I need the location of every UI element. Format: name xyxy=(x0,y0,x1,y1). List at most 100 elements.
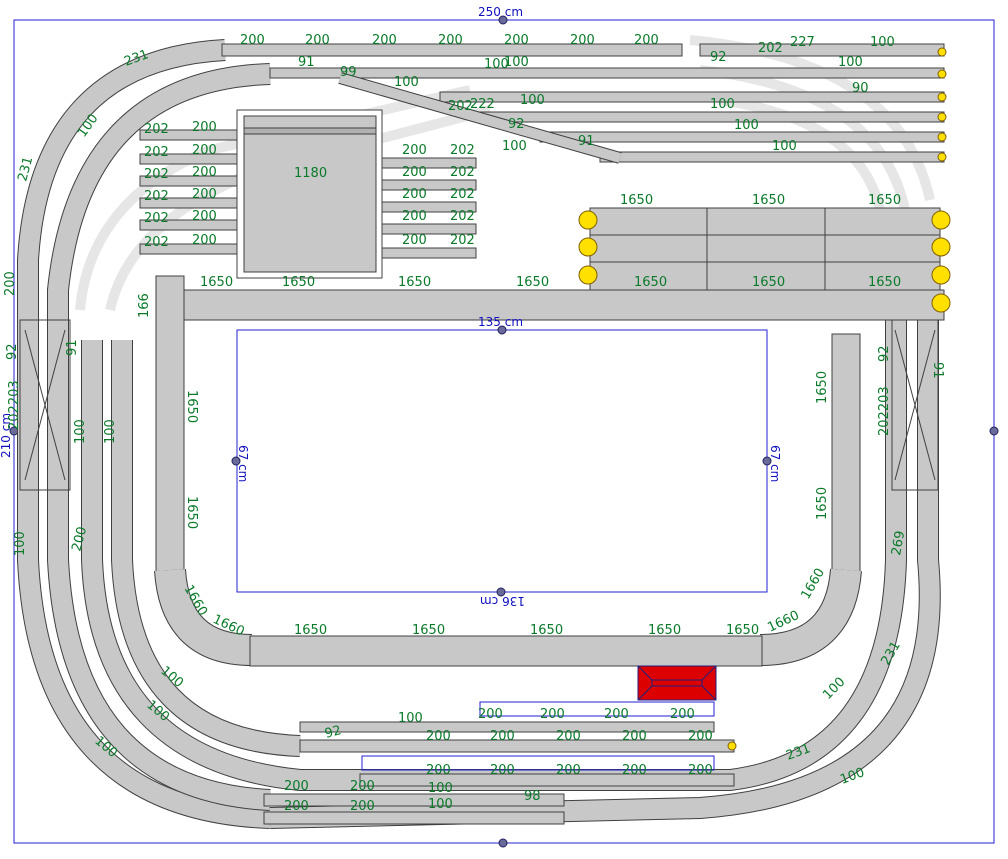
platform-track[interactable] xyxy=(299,721,715,733)
track-length-label: 100 xyxy=(398,711,423,726)
track-length-label: 200 xyxy=(426,763,451,778)
platform-upper[interactable] xyxy=(479,701,715,717)
track-length-label: 92 xyxy=(710,50,727,65)
track-length-label: 100 xyxy=(772,139,797,154)
right-crossover[interactable] xyxy=(891,319,939,491)
yard-track[interactable] xyxy=(375,247,477,259)
track-length-label: 200 xyxy=(350,799,375,814)
track-length-label: 200 xyxy=(402,209,427,224)
left-crossover[interactable] xyxy=(19,319,71,491)
track-length-label: 200 xyxy=(192,120,217,135)
track-length-label: 222 xyxy=(470,97,495,112)
inner-handle-top[interactable] xyxy=(497,325,507,335)
track-length-label: 202 xyxy=(450,209,475,224)
track-length-label: 202 xyxy=(450,143,475,158)
track-length-label: 202 xyxy=(144,235,169,250)
right-1650-track[interactable] xyxy=(831,333,861,575)
track-length-label: 269 xyxy=(889,530,908,557)
track-length-label: 202 xyxy=(144,122,169,137)
bottom-row-1[interactable] xyxy=(299,739,735,753)
track-length-label: 100 xyxy=(820,675,848,703)
middle-1650-track[interactable] xyxy=(181,289,945,321)
track-length-label: 1650 xyxy=(815,371,830,404)
track-length-label: 200 xyxy=(438,33,463,48)
inner-handle-left[interactable] xyxy=(231,456,241,466)
bottom-row-3[interactable] xyxy=(263,793,565,807)
turntable-bridge xyxy=(243,127,377,135)
bumper xyxy=(937,112,947,122)
track-length-label: 200 xyxy=(240,33,265,48)
track-length-label: 1650 xyxy=(868,193,901,208)
track-length-label: 200 xyxy=(350,779,375,794)
track-length-label: 202 xyxy=(450,233,475,248)
track-length-label: 200 xyxy=(284,779,309,794)
track-length-label: 100 xyxy=(734,118,759,133)
track-length-label: 202 xyxy=(144,167,169,182)
track-length-label: 1650 xyxy=(516,275,549,290)
fifth-row[interactable] xyxy=(539,131,945,143)
track-length-label: 92 xyxy=(5,343,20,360)
bumper xyxy=(937,69,947,79)
track-length-label: 202 xyxy=(758,41,783,56)
top-right-row[interactable] xyxy=(699,43,945,57)
track-length-label: 200 xyxy=(305,33,330,48)
outer-loop-left-fill xyxy=(18,40,271,828)
loop-4-left-fill xyxy=(112,340,301,756)
track-length-label: 1650 xyxy=(726,623,759,638)
fourth-row[interactable] xyxy=(479,111,945,123)
bottom-1650-track[interactable] xyxy=(249,635,763,667)
track-length-label: 200 xyxy=(192,209,217,224)
track-length-label: 200 xyxy=(490,729,515,744)
top-straight-row[interactable] xyxy=(221,43,683,57)
left-1650-track[interactable] xyxy=(155,275,185,577)
left-dimension-label: 210 cm xyxy=(0,413,13,458)
station-building[interactable] xyxy=(637,665,717,701)
loop-right-1-fill xyxy=(360,320,906,790)
track-length-label: 100 xyxy=(502,139,527,154)
track-length-label: 100 xyxy=(710,97,735,112)
track-length-label: 200 xyxy=(688,729,713,744)
track-length-label: 91 xyxy=(578,134,595,149)
dimension-handle-right[interactable] xyxy=(989,426,999,436)
top-dimension-label: 250 cm xyxy=(478,5,523,19)
platform-lower[interactable] xyxy=(361,755,715,771)
bumper xyxy=(578,210,598,230)
track-length-label: 200 xyxy=(192,143,217,158)
track-length-label: 227 xyxy=(790,35,815,50)
dimension-handle-top[interactable] xyxy=(498,15,508,25)
track-length-label: 200 xyxy=(570,33,595,48)
track-length-label: 99 xyxy=(340,65,357,80)
track-length-label: 1650 xyxy=(184,390,199,423)
track-length-label: 202203 xyxy=(7,380,22,430)
track-length-label: 1650 xyxy=(294,623,327,638)
bumper xyxy=(578,237,598,257)
turntable[interactable] xyxy=(243,115,377,273)
bumper xyxy=(727,741,737,751)
track-length-label: 1650 xyxy=(200,275,233,290)
track-length-label: 100 xyxy=(504,55,529,70)
inner-handle-bottom[interactable] xyxy=(496,587,506,597)
track-length-label: 202 xyxy=(144,211,169,226)
bottom-row-4[interactable] xyxy=(263,811,565,825)
track-length-label: 100 xyxy=(103,419,118,444)
track-length-label: 200 xyxy=(556,729,581,744)
inner-dimension-rect xyxy=(236,329,768,593)
track-length-label: 100 xyxy=(428,781,453,796)
bumper xyxy=(931,210,951,230)
track-length-label: 1650 xyxy=(398,275,431,290)
station-roof-lines xyxy=(637,665,717,701)
dimension-handle-bottom[interactable] xyxy=(498,838,508,848)
track-length-label: 98 xyxy=(524,789,541,804)
track-length-label: 90 xyxy=(852,81,869,96)
track-length-label: 100 xyxy=(870,35,895,50)
track-length-label: 200 xyxy=(478,707,503,722)
inner-right-dimension: 67 cm xyxy=(768,445,782,482)
bumper xyxy=(578,265,598,285)
inner-handle-right[interactable] xyxy=(762,456,772,466)
corner-bottom-left-fill xyxy=(155,568,253,665)
bumper xyxy=(931,293,951,313)
track-length-label: 92 xyxy=(877,345,892,362)
upper-1650-block[interactable] xyxy=(589,207,941,291)
bottom-row-2[interactable] xyxy=(359,773,735,787)
